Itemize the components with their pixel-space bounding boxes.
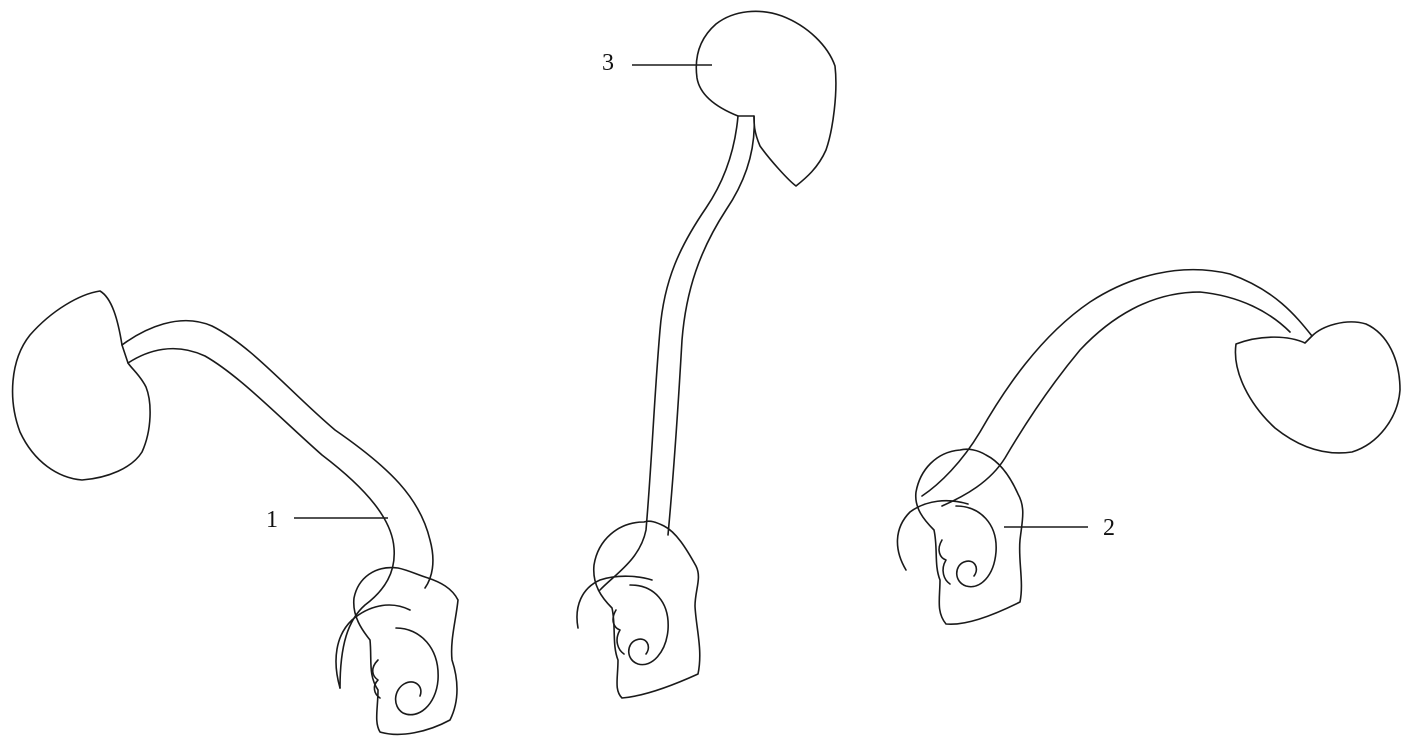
- figure-3-stem-right: [668, 116, 754, 535]
- figure-1-base: [354, 568, 458, 735]
- figure-1-stem-outer: [122, 321, 433, 588]
- figure-3-head: [696, 11, 836, 186]
- figure-2: 2: [897, 270, 1400, 625]
- figure-3-base: [594, 521, 700, 698]
- callout-1-label: 1: [266, 507, 278, 533]
- figure-2-stem-lower: [942, 292, 1290, 506]
- figure-2-stem-upper: [922, 270, 1312, 496]
- figure-1: 1: [13, 291, 458, 734]
- figure-3: 3: [577, 11, 836, 698]
- callout-2-label: 2: [1103, 515, 1115, 541]
- figure-3-curl: [629, 585, 668, 665]
- figure-2-curl: [956, 506, 996, 587]
- figure-1-profile: [373, 660, 380, 698]
- figure-2-profile: [939, 540, 950, 584]
- figure-3-hook: [577, 576, 652, 628]
- figure-2-hook: [897, 501, 968, 570]
- figure-2-base: [916, 449, 1023, 624]
- figure-1-curl: [396, 628, 439, 715]
- figure-1-head: [13, 291, 151, 480]
- callout-3-label: 3: [602, 50, 614, 76]
- figure-2-head: [1235, 322, 1400, 453]
